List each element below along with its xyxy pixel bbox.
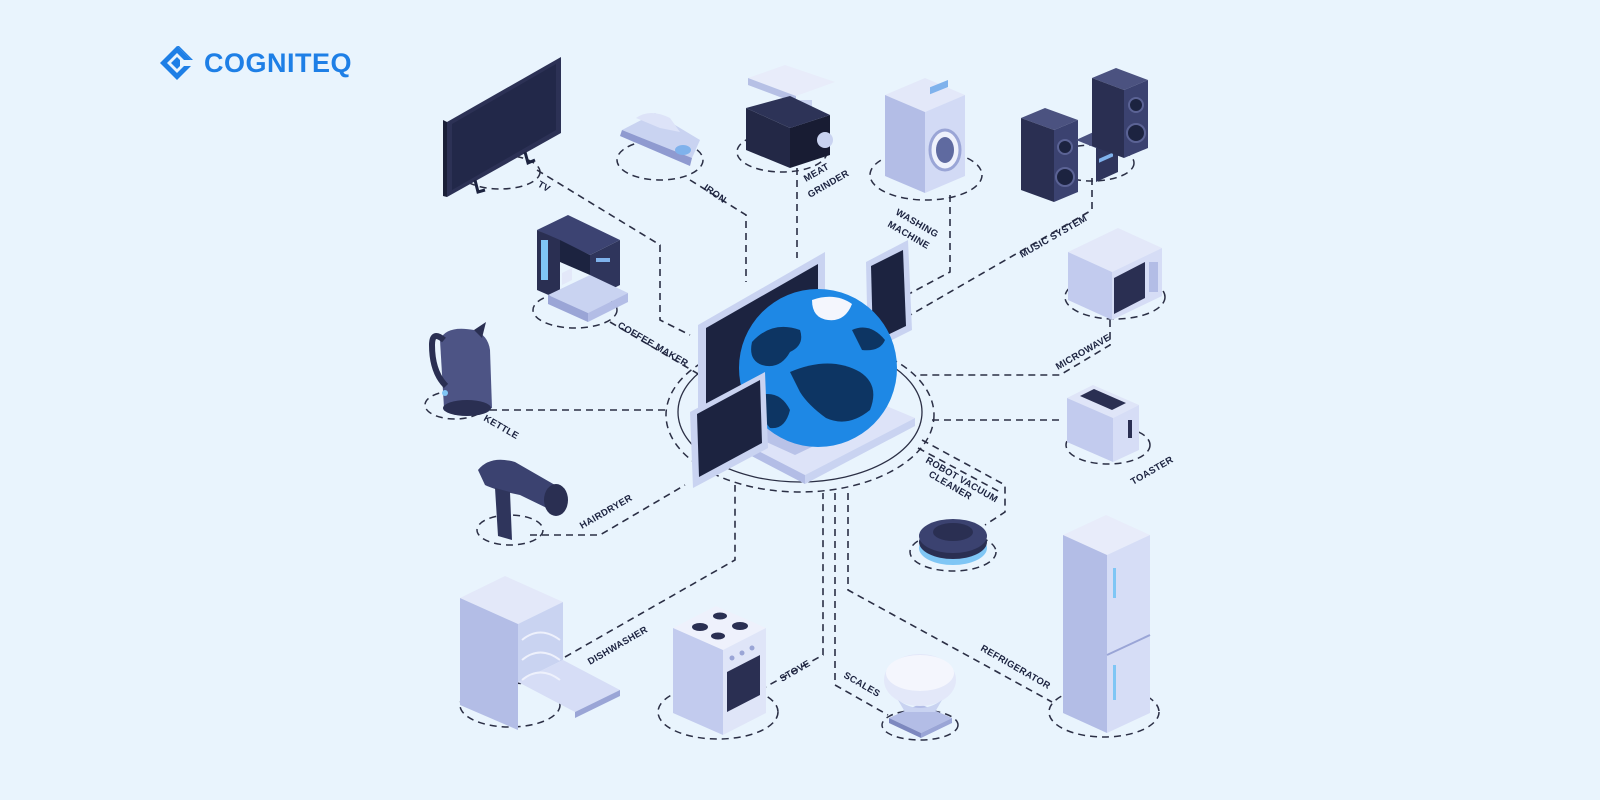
label-stove: STOVE xyxy=(778,658,813,684)
label-scales: SCALES xyxy=(842,670,882,700)
coffee-maker-device[interactable]: COFFEE MAKER xyxy=(532,215,690,369)
label-toaster: TOASTER xyxy=(1129,454,1175,487)
connector-iron xyxy=(689,179,747,282)
washing-machine-device[interactable]: WASHING MACHINE xyxy=(869,78,983,252)
iron-icon xyxy=(620,113,700,166)
stove-device[interactable]: STOVE xyxy=(657,606,813,740)
label-iron: IRON xyxy=(701,182,728,205)
label-microwave: MICROWAVE xyxy=(1054,332,1113,372)
connector-coffee-maker xyxy=(609,321,701,376)
toaster-device[interactable]: TOASTER xyxy=(1065,385,1175,488)
kettle-device[interactable]: KETTLE xyxy=(424,322,521,442)
iron-device[interactable]: IRON xyxy=(616,113,728,206)
scales-device[interactable]: SCALES xyxy=(842,654,959,741)
refrigerator-icon xyxy=(1063,515,1151,733)
washing-machine-icon xyxy=(885,78,965,193)
brand-name: COGNITEQ xyxy=(204,47,353,78)
label-hairdryer: HAIRDRYER xyxy=(578,493,634,532)
tv-device[interactable]: TV xyxy=(443,57,561,197)
coffee-maker-icon xyxy=(537,215,628,322)
connector-robot-vacuum-a xyxy=(921,439,1006,526)
cogniteq-logo-icon xyxy=(160,46,196,80)
robot-vacuum-device[interactable]: ROBOT VACUUM CLEANER xyxy=(909,455,1000,572)
music-system-device[interactable]: MUSIC SYSTEM xyxy=(1018,68,1148,261)
connector-stove xyxy=(759,493,824,691)
hub-icon xyxy=(690,240,915,488)
connector-robot-vacuum-b xyxy=(917,447,1001,493)
hairdryer-icon xyxy=(478,459,568,540)
dishwasher-device[interactable]: DISHWASHER xyxy=(459,576,650,730)
label-kettle: KETTLE xyxy=(482,413,521,442)
stove-icon xyxy=(673,606,766,735)
connector-washing-machine xyxy=(904,195,951,297)
microwave-device[interactable]: MICROWAVE xyxy=(1054,228,1166,373)
kettle-icon xyxy=(428,322,492,416)
scales-icon xyxy=(884,654,956,738)
refrigerator-device[interactable]: REFRIGERATOR xyxy=(979,515,1160,738)
central-hub[interactable] xyxy=(665,240,935,493)
connector-dishwasher xyxy=(564,485,736,658)
hairdryer-device[interactable]: HAIRDRYER xyxy=(476,459,634,546)
connector-tv xyxy=(536,169,691,336)
connectors xyxy=(490,168,1111,716)
brand-logo[interactable]: COGNITEQ xyxy=(158,44,352,82)
connector-music-system xyxy=(904,178,1093,319)
connector-microwave xyxy=(920,320,1111,376)
microwave-icon xyxy=(1068,228,1162,320)
label-dishwasher: DISHWASHER xyxy=(586,624,650,667)
connector-scales xyxy=(834,493,889,716)
connector-hairdryer xyxy=(530,484,686,536)
connector-refrigerator xyxy=(847,493,1053,703)
meat-grinder-icon xyxy=(746,65,835,462)
tv-icon xyxy=(443,57,561,197)
label-tv: TV xyxy=(536,179,553,195)
robot-vacuum-icon xyxy=(919,519,987,565)
dishwasher-icon xyxy=(460,576,620,730)
toaster-icon xyxy=(1067,385,1139,462)
music-system-icon xyxy=(1021,68,1148,202)
label-coffee-maker: COFFEE MAKER xyxy=(616,320,690,369)
